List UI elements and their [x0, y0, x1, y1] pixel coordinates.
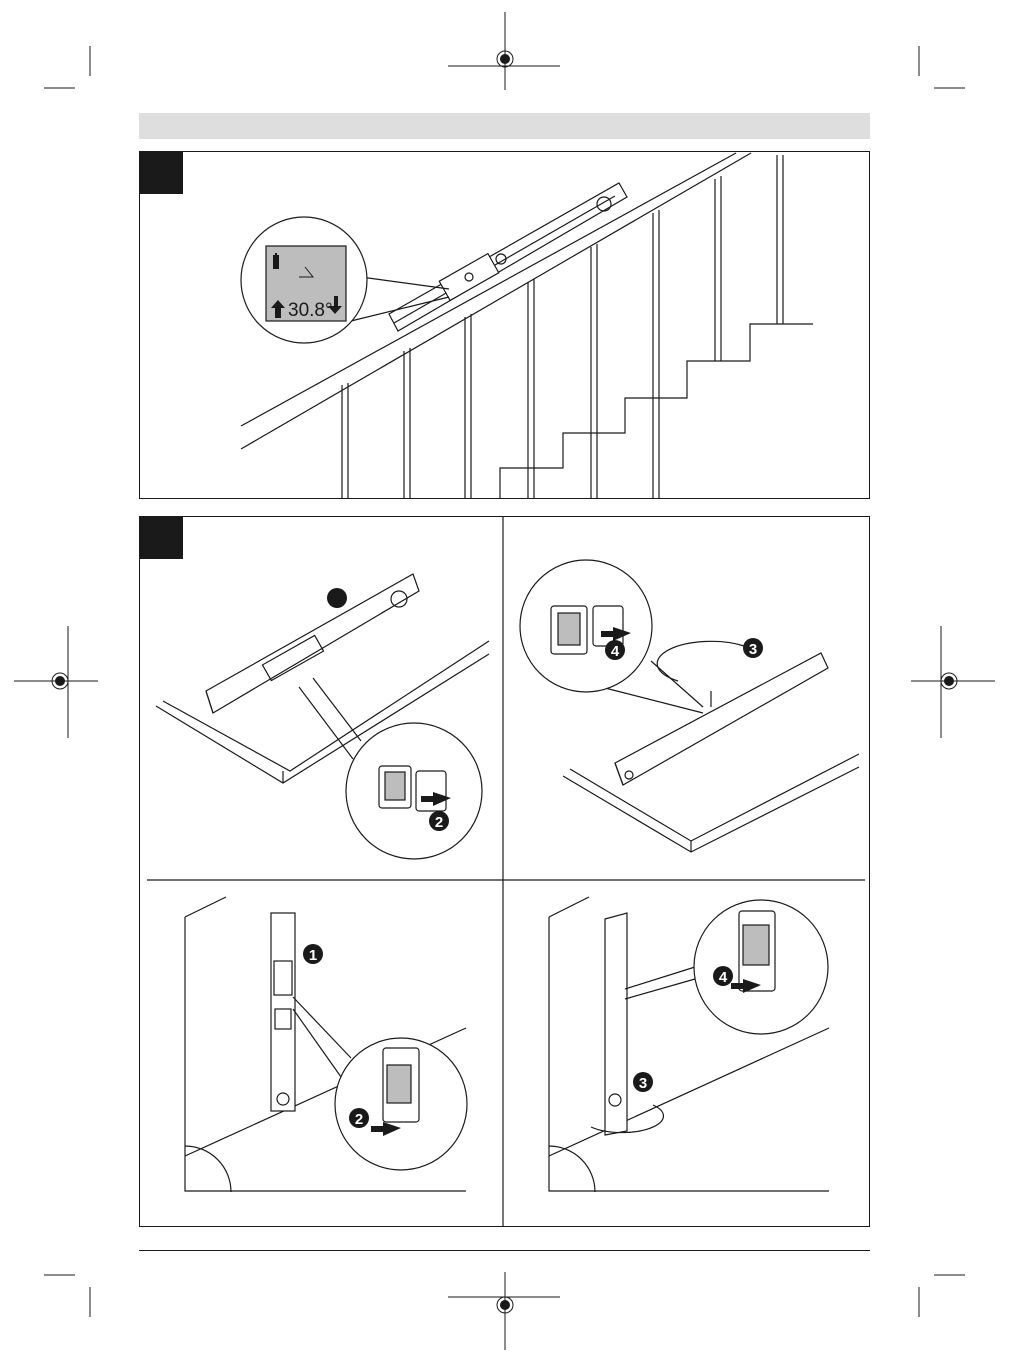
step-callout-1b: 1 [303, 944, 323, 964]
figure-panel-stairs: 30.8° [139, 151, 870, 499]
footer-rule [139, 1250, 870, 1251]
step-callout-2a: 2 [429, 811, 449, 831]
svg-text:4: 4 [611, 643, 620, 660]
svg-text:4: 4 [719, 969, 728, 986]
battery-icon [273, 253, 279, 269]
registration-mark-left [14, 626, 98, 738]
step-callout-4a: 4 [605, 640, 625, 660]
step-callout-3b: 3 [633, 1072, 653, 1092]
registration-mark-top [448, 12, 560, 90]
rotate-arrow-icon [657, 641, 744, 681]
header-band [139, 113, 870, 139]
svg-text:3: 3 [639, 1075, 647, 1092]
step-callout-2b: 2 [349, 1108, 369, 1128]
calibration-illustration: 2 4 3 1 2 4 3 [140, 517, 869, 1226]
step-callout-1a [327, 588, 347, 608]
svg-text:2: 2 [435, 814, 443, 831]
svg-text:1: 1 [309, 947, 317, 964]
registration-mark-bottom [448, 1272, 560, 1350]
angle-readout: 30.8° [288, 300, 333, 321]
figure-panel-calibration: 2 4 3 1 2 4 3 [139, 516, 870, 1227]
registration-mark-right [911, 626, 995, 738]
stair-illustration: 30.8° [140, 152, 869, 498]
step-callout-4b: 4 [713, 966, 733, 986]
step-callout-3a: 3 [743, 638, 763, 658]
svg-text:2: 2 [355, 1111, 363, 1128]
svg-text:3: 3 [749, 641, 757, 658]
